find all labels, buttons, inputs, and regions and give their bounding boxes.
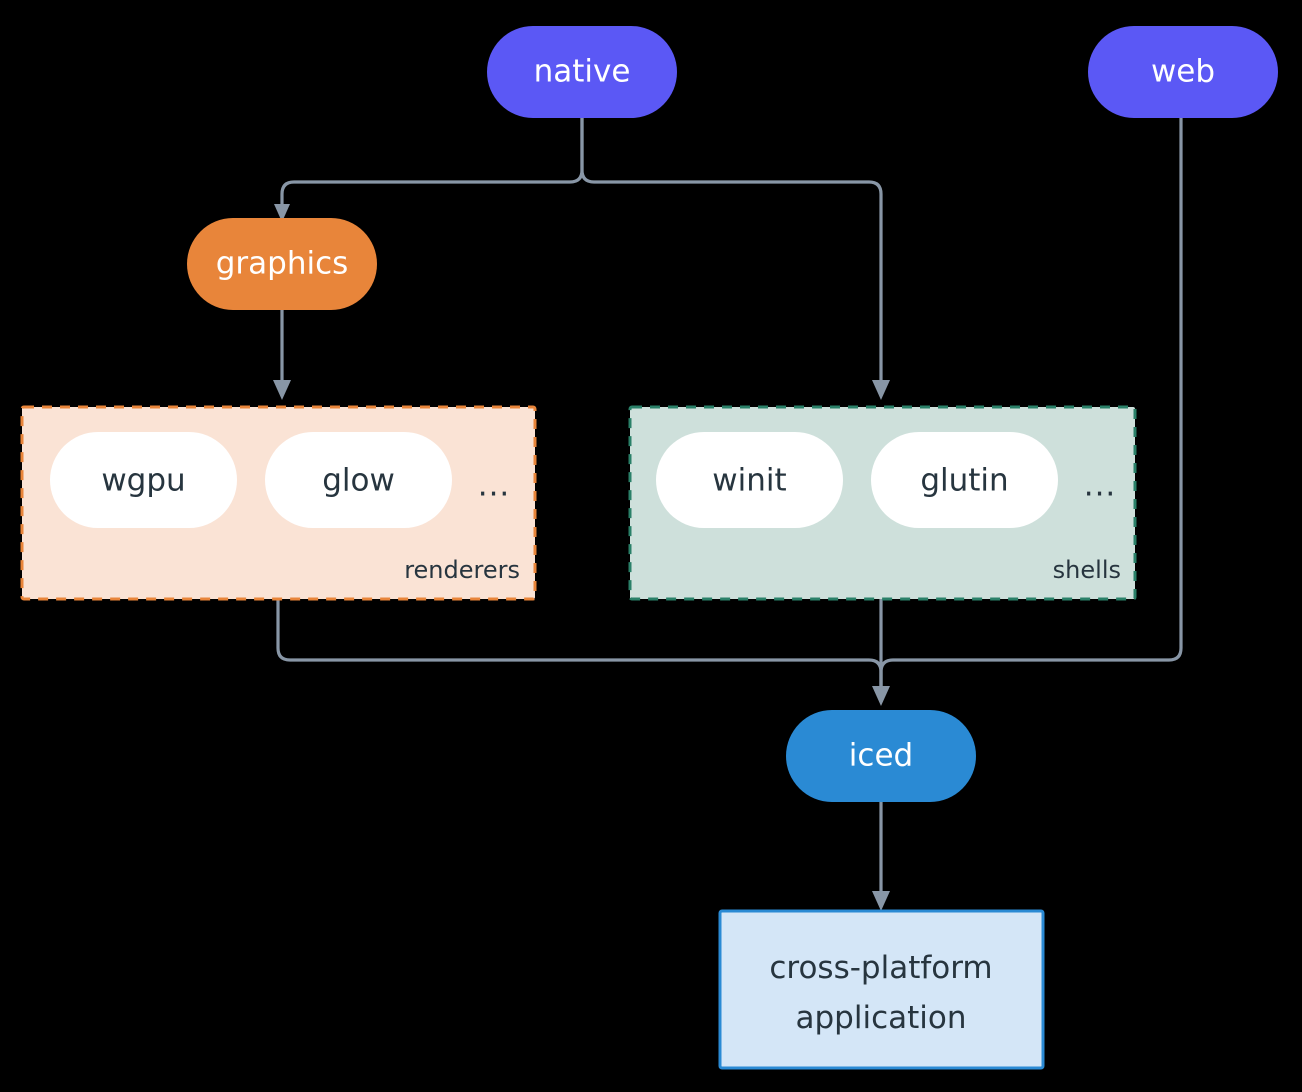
cluster-renderers-caption: renderers [404, 556, 520, 584]
cluster-shells[interactable]: winit glutin ... shells [628, 405, 1137, 601]
renderers-more-ellipsis: ... [478, 468, 511, 504]
shell-node-winit-shape [656, 432, 843, 528]
node-graphics-label: graphics [216, 246, 349, 282]
node-graphics[interactable]: graphics [187, 218, 377, 310]
arrowhead-graphics-to-renderers [273, 380, 291, 400]
cluster-shells-caption: shells [1053, 556, 1121, 584]
shell-node-glutin-label: glutin [920, 463, 1008, 499]
node-web-label: web [1151, 54, 1215, 90]
node-web[interactable]: web [1088, 26, 1278, 118]
node-web-shape [1088, 26, 1278, 118]
node-native-label: native [534, 54, 631, 90]
renderer-node-wgpu[interactable]: wgpu [50, 432, 237, 528]
node-native[interactable]: native [487, 26, 677, 118]
node-iced-label: iced [849, 738, 913, 774]
edge-renderers-to-iced [276, 597, 883, 690]
node-iced-shape [786, 710, 976, 802]
renderer-node-wgpu-shape [50, 432, 237, 528]
renderer-node-glow[interactable]: glow [265, 432, 452, 528]
node-application[interactable]: cross-platform application [718, 909, 1045, 1070]
renderer-node-wgpu-label: wgpu [101, 463, 185, 499]
node-native-shape [487, 26, 677, 118]
node-application-label-line1: cross-platform [769, 950, 992, 986]
shell-node-winit[interactable]: winit [656, 432, 843, 528]
node-application-label-line2: application [796, 1000, 967, 1036]
shell-node-glutin-shape [871, 432, 1058, 528]
node-iced[interactable]: iced [786, 710, 976, 802]
arrowhead-merge-to-iced [872, 686, 890, 706]
node-application-shape [718, 909, 1045, 1070]
renderer-node-glow-shape [265, 432, 452, 528]
arrowhead-native-to-shells [872, 380, 890, 400]
edge-web-to-iced [879, 116, 1183, 690]
shell-node-winit-label: winit [712, 463, 786, 499]
shell-node-glutin[interactable]: glutin [871, 432, 1058, 528]
edge-group [273, 116, 1183, 911]
renderer-node-glow-label: glow [322, 463, 395, 499]
arrowhead-native-to-graphics [274, 204, 290, 222]
edge-native-to-graphics [280, 116, 584, 210]
edge-native-to-shells [580, 116, 883, 384]
shells-more-ellipsis: ... [1084, 468, 1117, 504]
arrowhead-iced-to-application [872, 891, 890, 911]
cluster-renderers[interactable]: wgpu glow ... renderers [20, 405, 537, 601]
node-graphics-shape [187, 218, 377, 310]
